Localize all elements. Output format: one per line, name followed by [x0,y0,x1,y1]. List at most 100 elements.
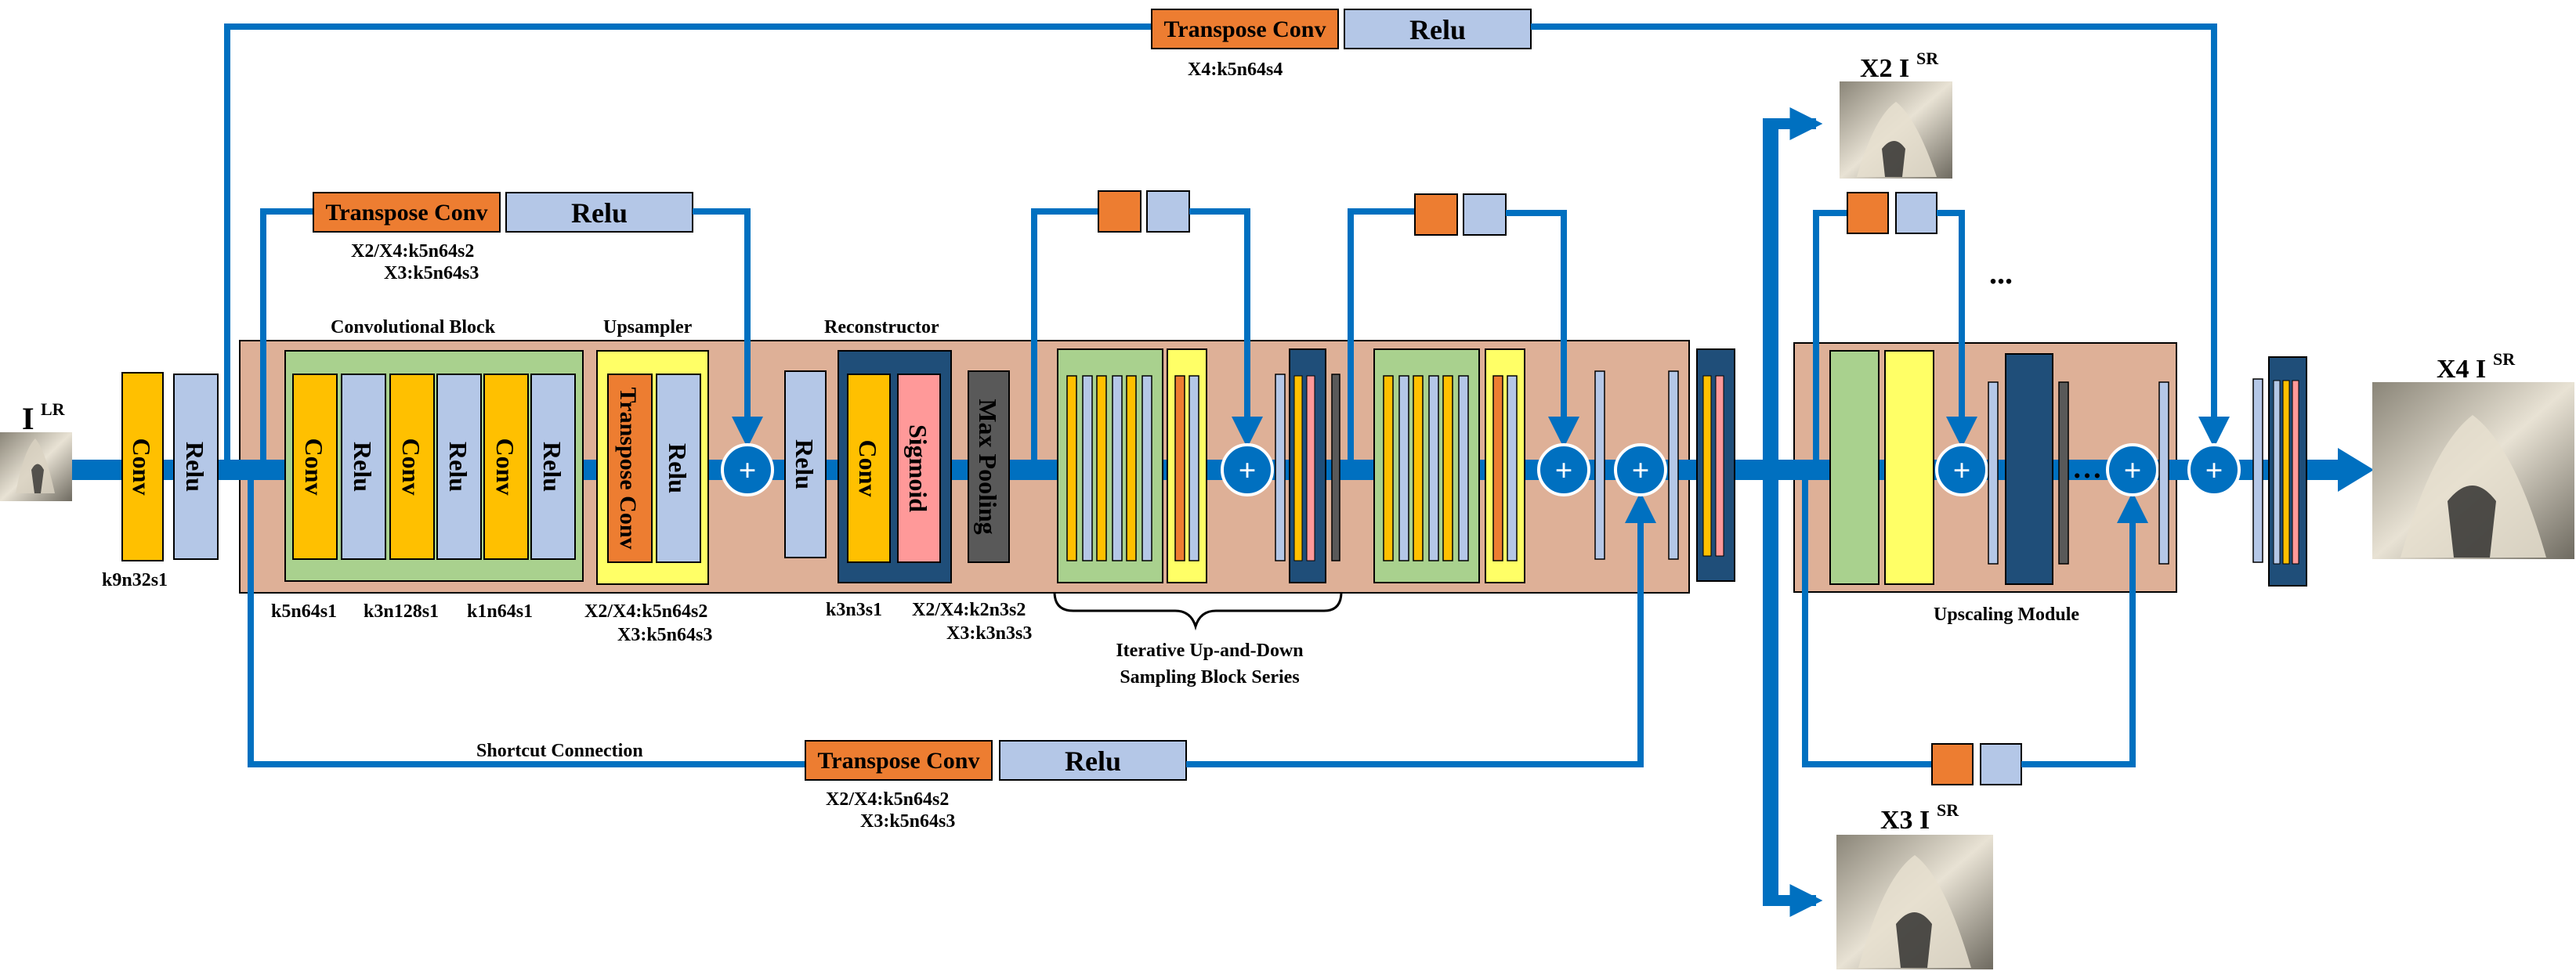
add-node-final-symbol: + [2205,453,2223,488]
top-skip-transpose-conv [313,192,501,233]
x2-sr-image [1840,81,1952,179]
iterative-series-title-line1: Iterative Up-and-Down [1116,641,1303,661]
k3n128s1-annotation: k3n128s1 [364,601,439,622]
conv-block-relu-3 [530,374,576,560]
shortcut-annotation-x3: X3:k5n64s3 [860,811,955,832]
iter-mid-navy-block [1289,348,1326,583]
upsampler-transpose-conv [607,374,653,563]
max-pooling-label: Max Pooling [974,399,1002,534]
x2-sr-superscript: SR [1916,49,1939,68]
iter-2-skip-relu [1463,193,1507,236]
upscaling-top-skip-return [1937,210,1977,448]
x4-sr-label: X4 I [2437,355,2486,384]
shortcut-relu [999,740,1187,781]
iter-end-thin-bar [1594,370,1605,560]
add-node-6 [2106,443,2159,496]
top-skip-annotation-x3: X3:k5n64s3 [384,263,479,283]
add-node-4 [1614,443,1667,496]
iter-mid-thin-bar-1 [1275,374,1286,561]
shortcut-transpose-conv [805,740,993,781]
conv-block-conv-1 [292,374,338,560]
reconstructor-conv [847,374,891,563]
conv-block-conv-1-label: Conv [300,439,328,496]
top-skip-relu-label: Relu [571,197,628,229]
upscaling-bottom-skip-relu [1980,743,2022,785]
shortcut-connection-title: Shortcut Connection [476,741,643,761]
far-top-relu [1344,9,1532,49]
x3-sr-image [1836,835,1993,969]
iter-1-skip-transpose [1098,190,1141,233]
upsampler-title: Upsampler [603,317,693,338]
max-pooling-block [968,370,1010,563]
output-arrowhead [2338,448,2374,492]
iter-1-skip-relu [1146,190,1190,233]
add-node-5 [1935,443,1988,496]
initial-relu-label: Relu [181,442,209,492]
x2-sr-label: X2 I [1860,54,1909,83]
iter-mid-gray-bar [1331,374,1340,561]
upscaling-top-skip-transpose [1847,192,1889,234]
upscaling-thin-bar-1 [1988,381,1999,565]
iterative-block-1 [1057,348,1207,583]
upsampler-annotation-x3: X3:k5n64s3 [617,625,712,645]
conv-block-relu-1-label: Relu [349,442,377,492]
upsampler-relu-label: Relu [664,443,692,493]
conv-block-relu-3-label: Relu [538,442,566,492]
reconstructor-conv-label: Conv [854,440,882,497]
input-lr-superscript: LR [41,399,66,419]
upscaling-green-block [1829,350,1880,585]
x3-sr-superscript: SR [1937,800,1959,820]
top-skip-annotation-x2x4: X2/X4:k5n64s2 [351,241,474,262]
iter-2-skip-return-arrow [1506,210,1579,448]
top-skip-connection [260,208,313,470]
upscaling-ellipsis-mid: … [2072,452,2102,485]
upscaling-bottom-skip-return [2021,492,2148,767]
output-navy-block-2 [2268,356,2307,587]
k3n3s1-annotation: k3n3s1 [826,600,882,620]
conv-block-conv-3-label: Conv [491,439,519,496]
add-node-final [2187,443,2241,496]
reconstructor-relu [784,370,827,558]
post-shortcut-thin-bar [1668,370,1679,560]
input-lr-image [0,432,72,501]
k9n32s1-annotation: k9n32s1 [102,570,168,590]
iterative-series-title-line2: Sampling Block Series [1120,667,1299,688]
upscaling-gray-bar [2058,381,2069,565]
x4-sr-superscript: SR [2493,349,2516,369]
pool-annotation-x2x4: X2/X4:k2n3s2 [912,600,1026,620]
add-node-5-symbol: + [1953,453,1971,488]
far-top-relu-label: Relu [1409,14,1466,45]
k1n64s1-annotation: k1n64s1 [467,601,533,622]
top-skip-return-arrow [693,208,763,448]
shortcut-return-arrow [1186,492,1656,767]
add-node-1-symbol: + [739,453,757,488]
iter-2-skip-transpose [1414,193,1458,236]
conv-block-title: Convolutional Block [331,317,496,338]
upscaling-bottom-skip-transpose [1931,743,1974,785]
input-lr-label: I [22,401,34,436]
upsampler-relu [656,374,701,563]
reconstructor-sigmoid-label: Sigmoid [904,424,932,512]
add-node-4-symbol: + [1632,453,1650,488]
upscaling-top-skip [1813,210,1847,470]
upscaling-navy-block [2005,353,2053,585]
add-node-1 [721,443,774,496]
shortcut-connection-line [248,470,805,767]
far-top-return-arrow [1531,23,2230,448]
upscaling-top-skip-relu [1895,192,1937,234]
top-skip-transpose-conv-label: Transpose Conv [326,200,488,226]
conv-block-conv-3 [483,374,529,560]
top-skip-relu [505,192,693,233]
iter-1-skip-return-arrow [1189,208,1263,448]
shortcut-annotation-x2x4: X2/X4:k5n64s2 [826,789,949,810]
upscaling-bottom-skip [1802,470,1932,767]
reconstructor-sigmoid [897,374,941,563]
x3-sr-label: X3 I [1880,806,1930,835]
iter-1-skip-connection [1031,208,1098,470]
x4-sr-image [2372,382,2574,559]
far-top-skip-connection [224,23,1152,470]
shortcut-relu-label: Relu [1065,745,1121,777]
output-navy-block-1 [1696,348,1735,582]
initial-conv-label: Conv [128,439,156,496]
